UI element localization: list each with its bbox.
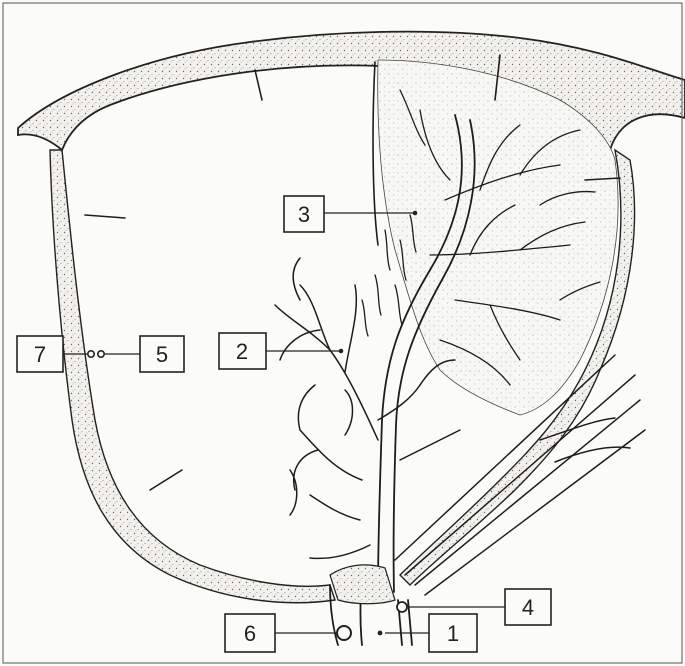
label-7-text: 7 (34, 342, 46, 367)
septum-left-1 (85, 215, 125, 218)
septum-top-1 (255, 70, 262, 100)
label-3: 3 (284, 196, 324, 232)
trunk-base (330, 565, 395, 604)
divider-line (373, 62, 378, 245)
point-3 (413, 211, 418, 216)
septum-left-2 (150, 470, 182, 490)
bundle-line-3 (415, 400, 640, 585)
vessel-ring-6 (337, 626, 351, 640)
label-6: 6 (225, 614, 275, 652)
point-1 (378, 631, 383, 636)
label-1-text: 1 (447, 621, 459, 646)
label-4: 4 (505, 589, 551, 625)
label-6-text: 6 (244, 621, 256, 646)
label-2-text: 2 (236, 339, 248, 364)
point-2 (339, 349, 344, 354)
label-5: 5 (140, 336, 184, 372)
junction-dot-7 (88, 351, 94, 357)
label-7: 7 (17, 336, 63, 372)
junction-dot-5 (98, 351, 104, 357)
label-1: 1 (429, 614, 477, 652)
label-4-text: 4 (522, 595, 534, 620)
label-2: 2 (219, 333, 266, 369)
label-5-text: 5 (156, 342, 168, 367)
label-3-text: 3 (298, 202, 310, 227)
vessel-ring-4 (397, 602, 407, 612)
